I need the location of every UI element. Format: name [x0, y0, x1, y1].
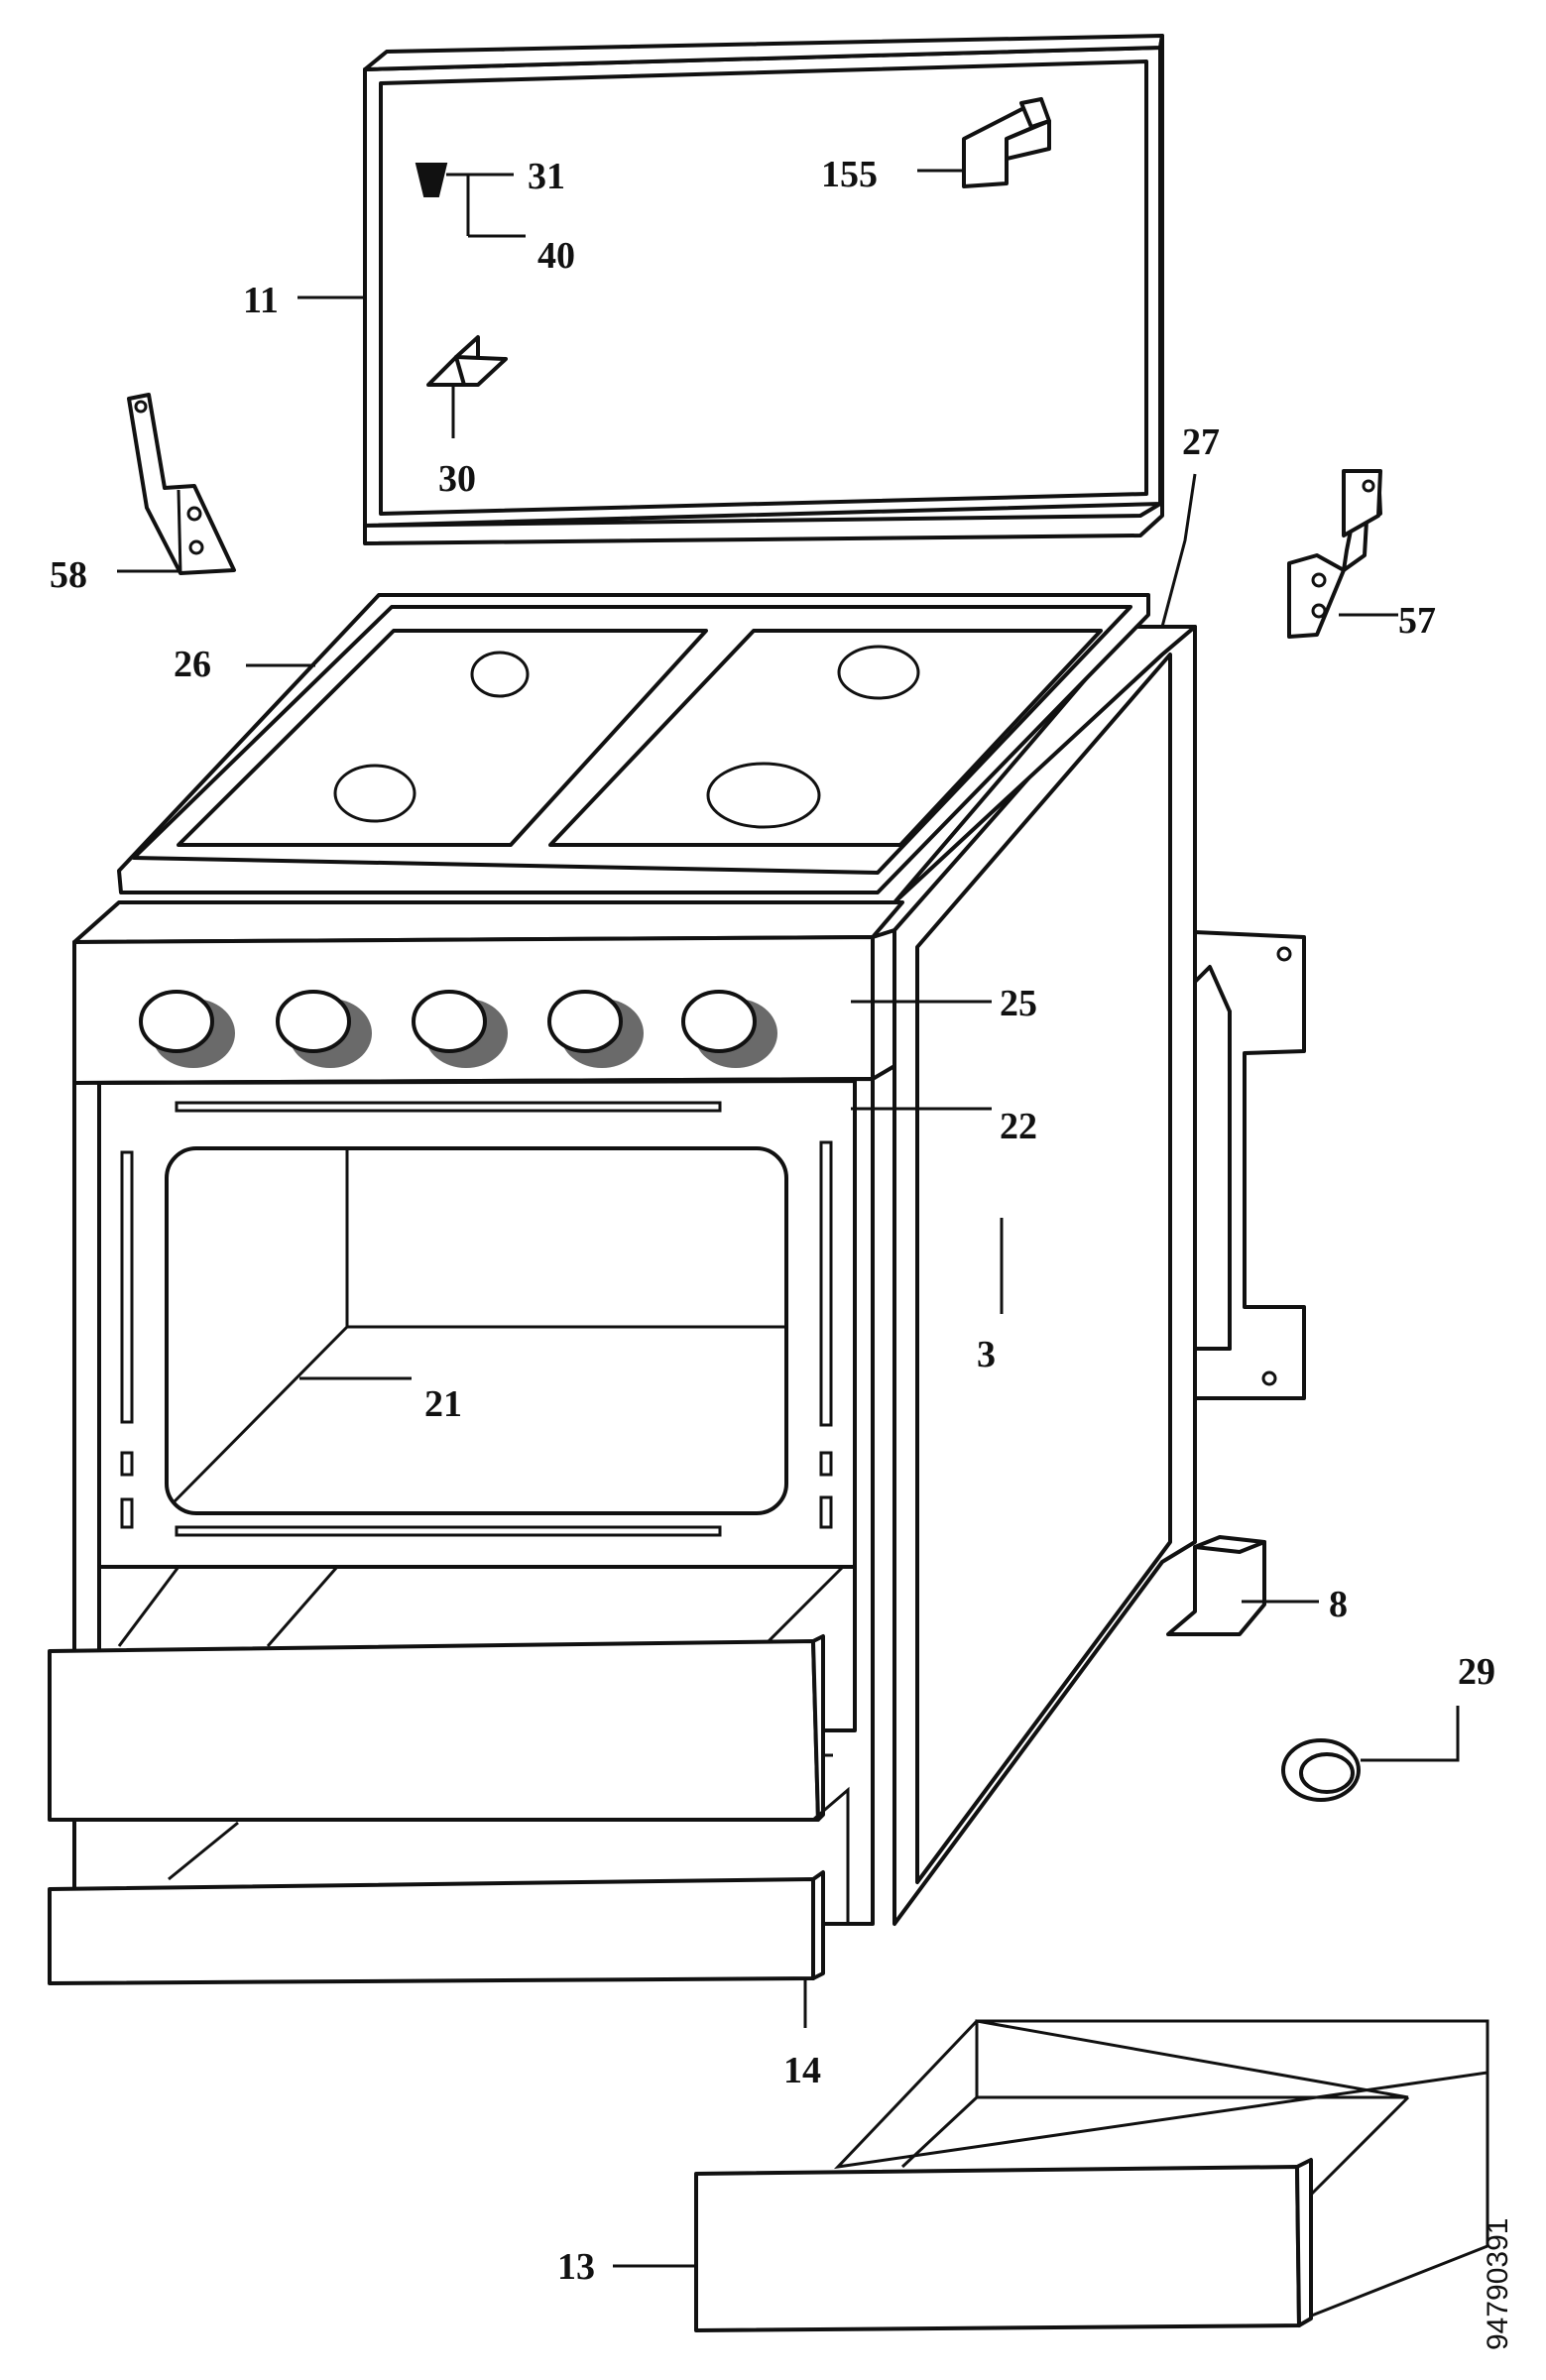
- drawing-code: 94790391: [1482, 2218, 1514, 2350]
- storage-drawer-13: [613, 2019, 1489, 2332]
- label-13: 13: [557, 2246, 595, 2288]
- hob-cooktop: [117, 593, 1150, 894]
- storage-drawer-front: [48, 1565, 857, 1924]
- label-8: 8: [1329, 1584, 1348, 1625]
- cabinet-side-panel: [892, 625, 1197, 1926]
- label-22: 22: [1000, 1106, 1037, 1147]
- label-27: 27: [1182, 421, 1220, 463]
- label-3: 3: [977, 1334, 996, 1375]
- rear-bracket: [1193, 930, 1306, 1400]
- foot-bracket-8: [1166, 1535, 1319, 1636]
- label-57: 57: [1398, 600, 1436, 642]
- mounting-bracket-57: [1287, 469, 1398, 639]
- knob-3-icon: [412, 990, 508, 1068]
- mounting-bracket-58: [117, 393, 236, 575]
- label-21: 21: [424, 1383, 462, 1425]
- plinth-panel: [48, 1870, 825, 2028]
- label-30: 30: [438, 458, 476, 500]
- grommet-29: [1281, 1706, 1460, 1802]
- knob-5-icon: [681, 990, 777, 1068]
- label-25: 25: [1000, 983, 1037, 1024]
- knob-4-icon: [547, 990, 644, 1068]
- label-29: 29: [1458, 1651, 1495, 1693]
- backsplash-panel: [363, 34, 1164, 545]
- angle-bracket-30: [426, 335, 508, 438]
- bracket-155: [917, 97, 1051, 188]
- knob-1-icon: [139, 990, 235, 1068]
- knob-2-icon: [276, 990, 372, 1068]
- label-40: 40: [537, 235, 575, 277]
- fixing-clip-31: [415, 163, 526, 238]
- label-14: 14: [783, 2050, 821, 2091]
- oven-window: [165, 1146, 788, 1515]
- label-155: 155: [821, 154, 878, 195]
- label-26: 26: [174, 644, 211, 685]
- label-58: 58: [50, 554, 87, 596]
- label-11: 11: [243, 280, 279, 321]
- label-31: 31: [528, 156, 565, 197]
